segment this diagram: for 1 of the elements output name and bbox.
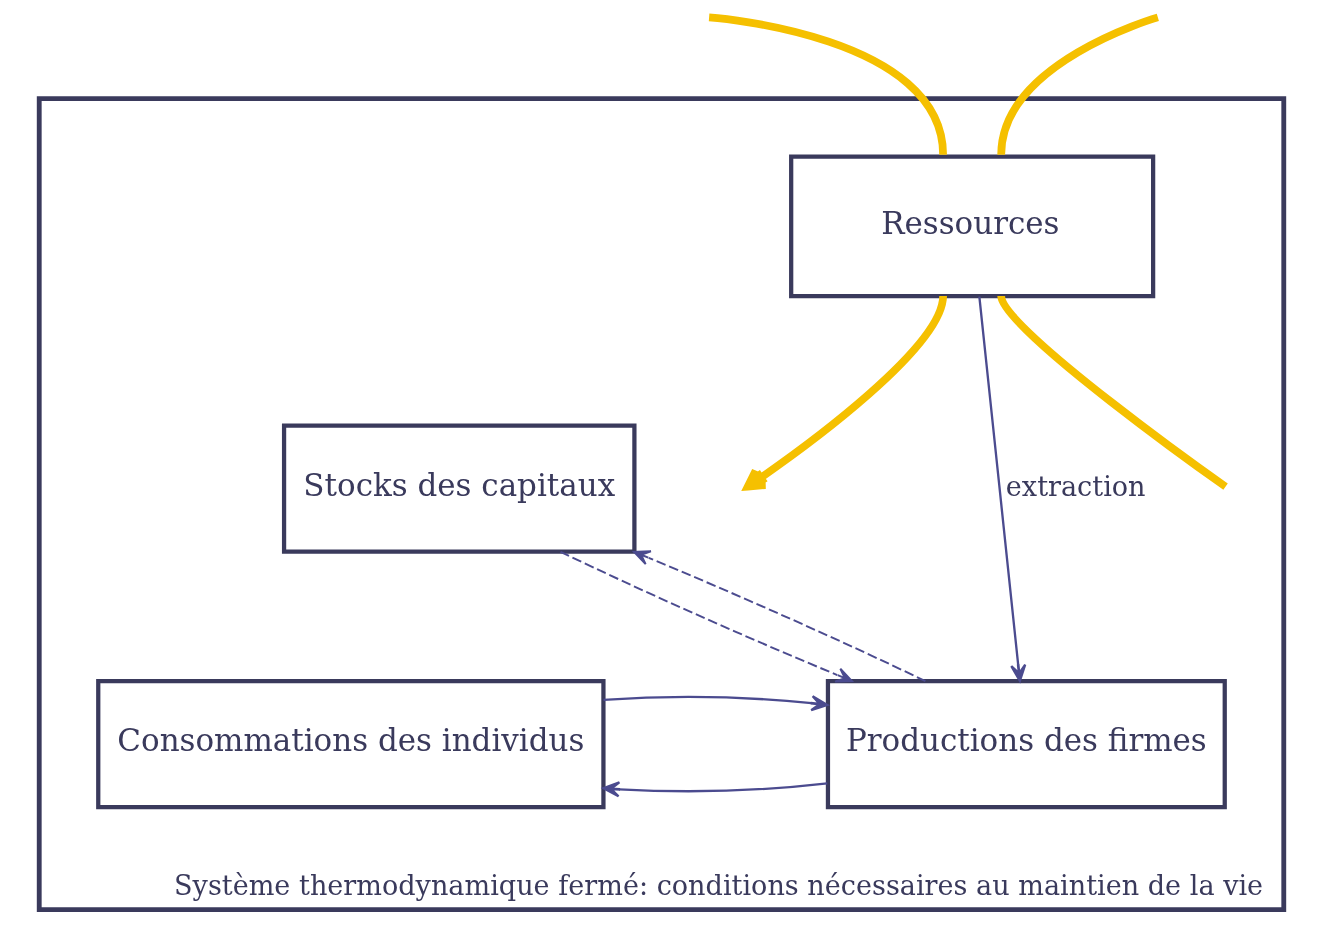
edge-label: extraction: [1005, 470, 1146, 502]
